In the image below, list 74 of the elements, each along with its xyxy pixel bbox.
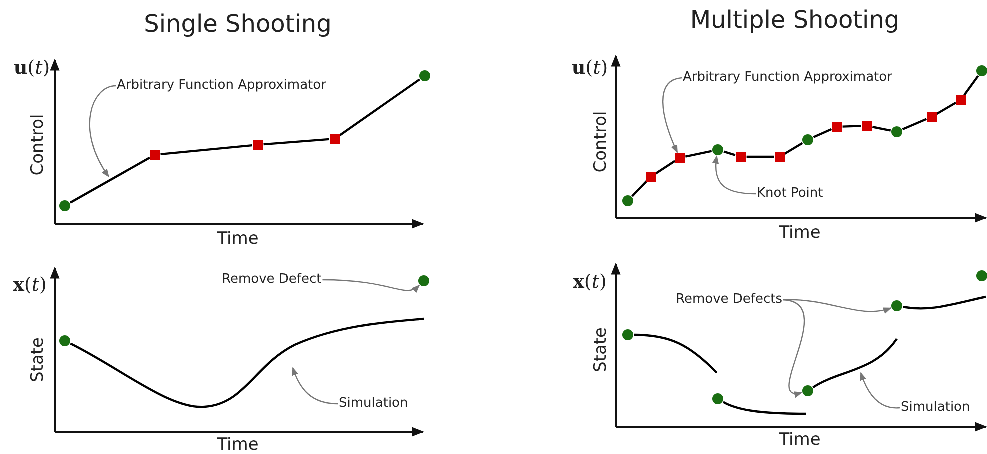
control-point-marker <box>775 152 785 162</box>
trajectory-line <box>724 150 736 156</box>
trajectory-line <box>339 78 420 137</box>
leader-line <box>662 77 682 154</box>
leader-line <box>89 85 116 178</box>
trajectory-line <box>655 160 676 175</box>
trajectory-line <box>632 180 648 198</box>
control-point-marker <box>646 172 656 182</box>
leader-line <box>860 372 900 409</box>
knot-point-marker <box>420 70 430 82</box>
axis-symbol: x(t) <box>13 274 47 296</box>
trajectory-line <box>685 150 712 158</box>
axis-title: Time <box>779 223 821 243</box>
axis-title: Time <box>779 430 821 450</box>
knot-point-marker <box>622 196 634 206</box>
trajectory-line <box>936 102 957 116</box>
callout-label: Arbitrary Function Approximator <box>683 70 892 86</box>
knot-point-marker <box>418 276 430 286</box>
trajectory-line <box>746 156 774 158</box>
leader-line <box>712 155 756 195</box>
trajectory-line <box>634 334 718 374</box>
axis-title: Control <box>591 111 611 173</box>
control-point-marker <box>927 112 937 122</box>
leader-line <box>783 299 805 397</box>
trajectory-line <box>722 401 806 416</box>
trajectory-line <box>70 156 150 204</box>
trajectory-line <box>784 142 804 155</box>
axis-title: State <box>591 328 611 372</box>
axis-title: State <box>28 338 48 382</box>
callout-label: Arbitrary Function Approximator <box>117 78 326 94</box>
control-point-marker <box>330 134 340 144</box>
control-point-marker <box>956 95 966 105</box>
knot-point-marker <box>712 394 724 404</box>
trajectory-line <box>842 125 862 128</box>
axis-symbol: u(t) <box>14 57 50 79</box>
trajectory-line <box>70 318 424 408</box>
knot-point-marker <box>892 126 902 138</box>
trajectory-line <box>872 126 892 132</box>
trajectory-line <box>902 118 928 131</box>
knot-point-marker <box>60 200 70 212</box>
callout-label: Knot Point <box>757 186 824 202</box>
knot-point-marker <box>976 270 987 282</box>
trajectory-line <box>160 144 252 156</box>
callout-label: Remove Defect <box>222 272 322 288</box>
axis-title: Time <box>217 435 259 454</box>
knot-point-marker <box>802 134 814 146</box>
trajectory-line <box>903 296 986 310</box>
callout-label: Simulation <box>901 400 970 416</box>
control-point-marker <box>862 121 872 131</box>
control-point-marker <box>150 150 160 160</box>
axis-symbol: x(t) <box>573 271 607 293</box>
knot-point-marker <box>712 144 724 156</box>
axis-title: Time <box>217 229 259 249</box>
axis-symbol: u(t) <box>572 57 608 79</box>
knot-point-marker <box>802 386 814 396</box>
leader-line <box>322 279 420 293</box>
chart-heading: Multiple Shooting <box>690 6 900 34</box>
callout-label: Remove Defects <box>676 292 782 308</box>
callout-label: Simulation <box>339 396 408 412</box>
knot-point-marker <box>976 66 987 76</box>
chart-heading: Single Shooting <box>144 10 332 38</box>
control-point-marker <box>675 153 685 163</box>
knot-point-marker <box>622 330 634 340</box>
trajectory-line <box>264 138 330 146</box>
axis-title: Control <box>28 114 48 176</box>
trajectory-line <box>813 128 832 138</box>
knot-point-marker <box>60 336 70 346</box>
trajectory-line <box>964 75 980 96</box>
control-point-marker <box>736 152 746 162</box>
knot-point-marker <box>892 300 902 312</box>
leader-line <box>292 367 338 405</box>
control-point-marker <box>253 140 263 150</box>
trajectory-line <box>812 338 898 388</box>
control-point-marker <box>832 122 842 132</box>
